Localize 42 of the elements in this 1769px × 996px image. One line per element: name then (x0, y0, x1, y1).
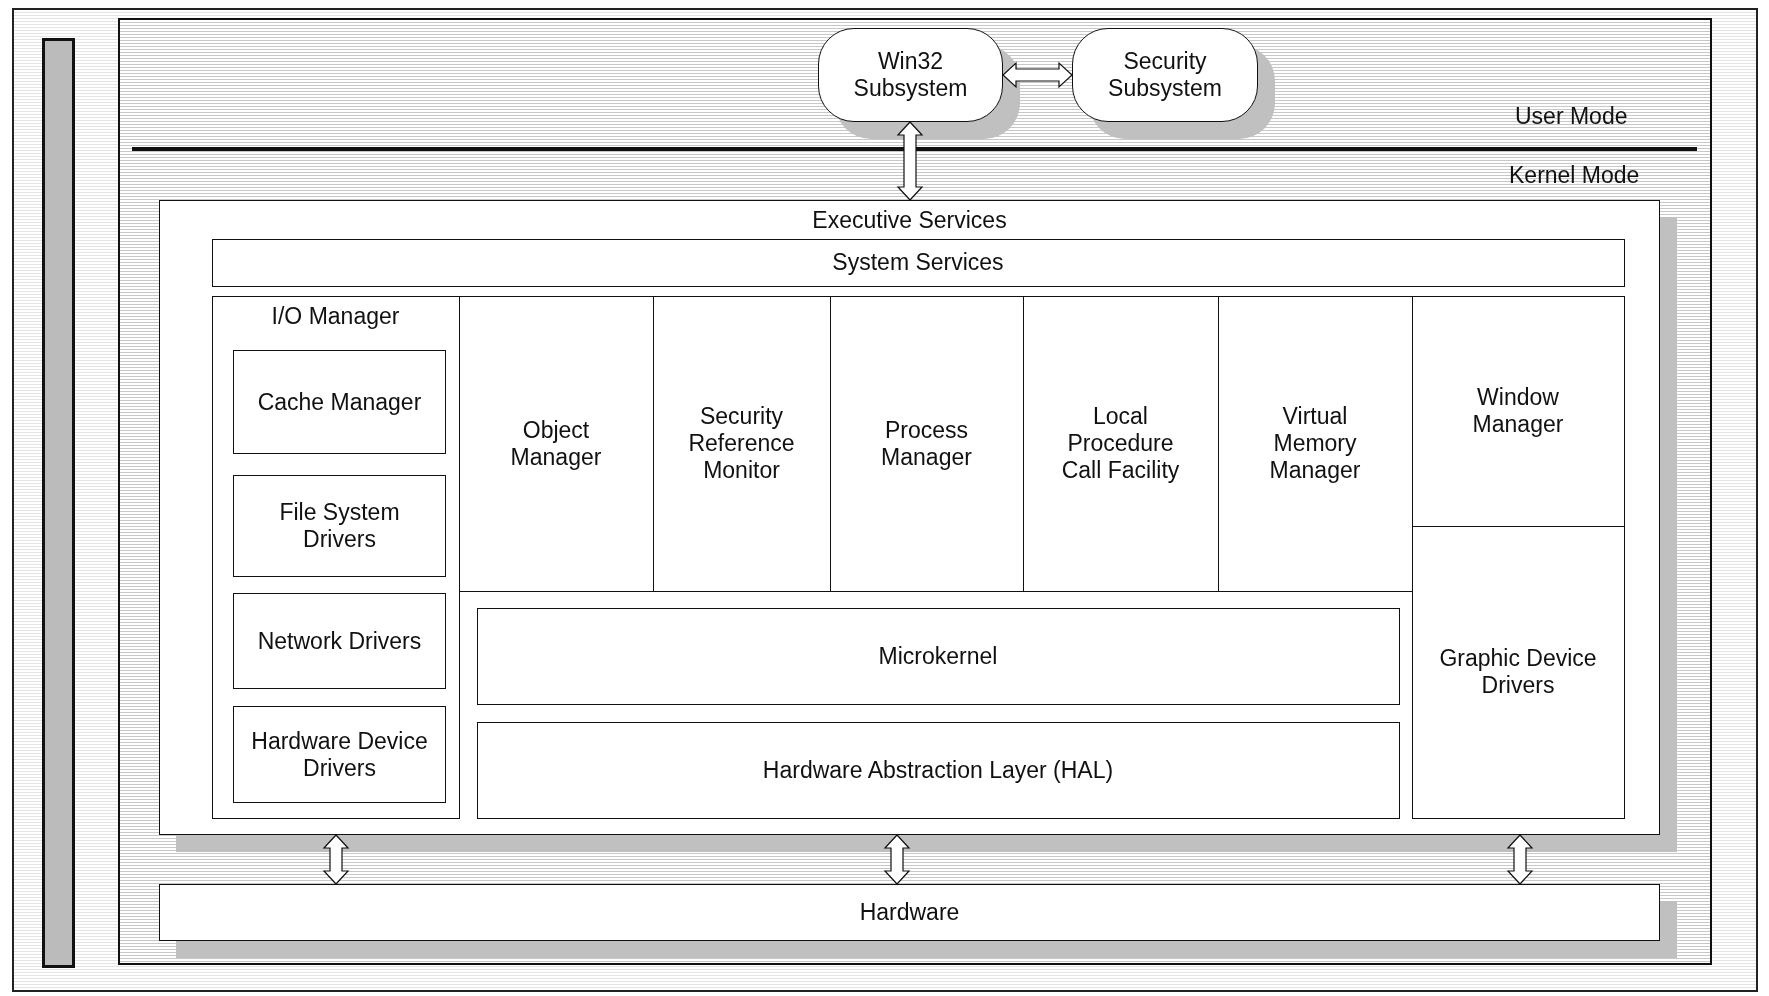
node-label: Security Subsystem (1107, 48, 1223, 102)
node-label: Hardware Device Drivers (250, 727, 429, 782)
node-label: System Services (832, 249, 1004, 276)
component-box (476, 607, 1400, 705)
component-box (476, 721, 1400, 819)
node-label: Object Manager (509, 416, 603, 471)
node-label: Win32 Subsystem (852, 48, 969, 102)
node-label: Window Manager (1471, 384, 1565, 438)
node-label: Hardware (859, 899, 960, 926)
node-label: Local Procedure Call Facility (1060, 403, 1181, 484)
component-box (458, 295, 654, 592)
component-box (652, 295, 831, 592)
mode-label: Kernel Mode (1509, 162, 1640, 189)
layer-panel (211, 295, 460, 819)
node-label: Microkernel (878, 642, 998, 670)
node-label: File System Drivers (278, 499, 401, 553)
component-box (829, 295, 1024, 592)
node-label: Executive Services (812, 207, 1007, 234)
component-box (233, 350, 446, 454)
component-box (1411, 295, 1625, 527)
component-box (1022, 295, 1219, 592)
component-box (233, 593, 446, 689)
side-bar (42, 38, 75, 968)
node-label: Hardware Abstraction Layer (HAL) (762, 756, 1114, 784)
component-box (233, 706, 446, 803)
node-label: Graphic Device Drivers (1438, 645, 1598, 699)
node-label: I/O Manager (271, 302, 400, 330)
node-label: Process Manager (880, 416, 973, 471)
mode-label: User Mode (1515, 103, 1628, 130)
component-box (1217, 295, 1413, 592)
double-arrow (1506, 834, 1534, 885)
component-box (233, 475, 446, 577)
component-box (211, 238, 1625, 287)
node-label: Network Drivers (257, 627, 422, 655)
node-label: Cache Manager (257, 388, 422, 416)
component-box (1411, 525, 1625, 819)
node-label: Virtual Memory Manager (1268, 403, 1362, 484)
node-label: Security Reference Monitor (687, 403, 796, 484)
double-arrow (322, 834, 350, 885)
double-arrow (896, 121, 924, 201)
double-arrow (1002, 61, 1073, 89)
double-arrow (883, 834, 911, 885)
